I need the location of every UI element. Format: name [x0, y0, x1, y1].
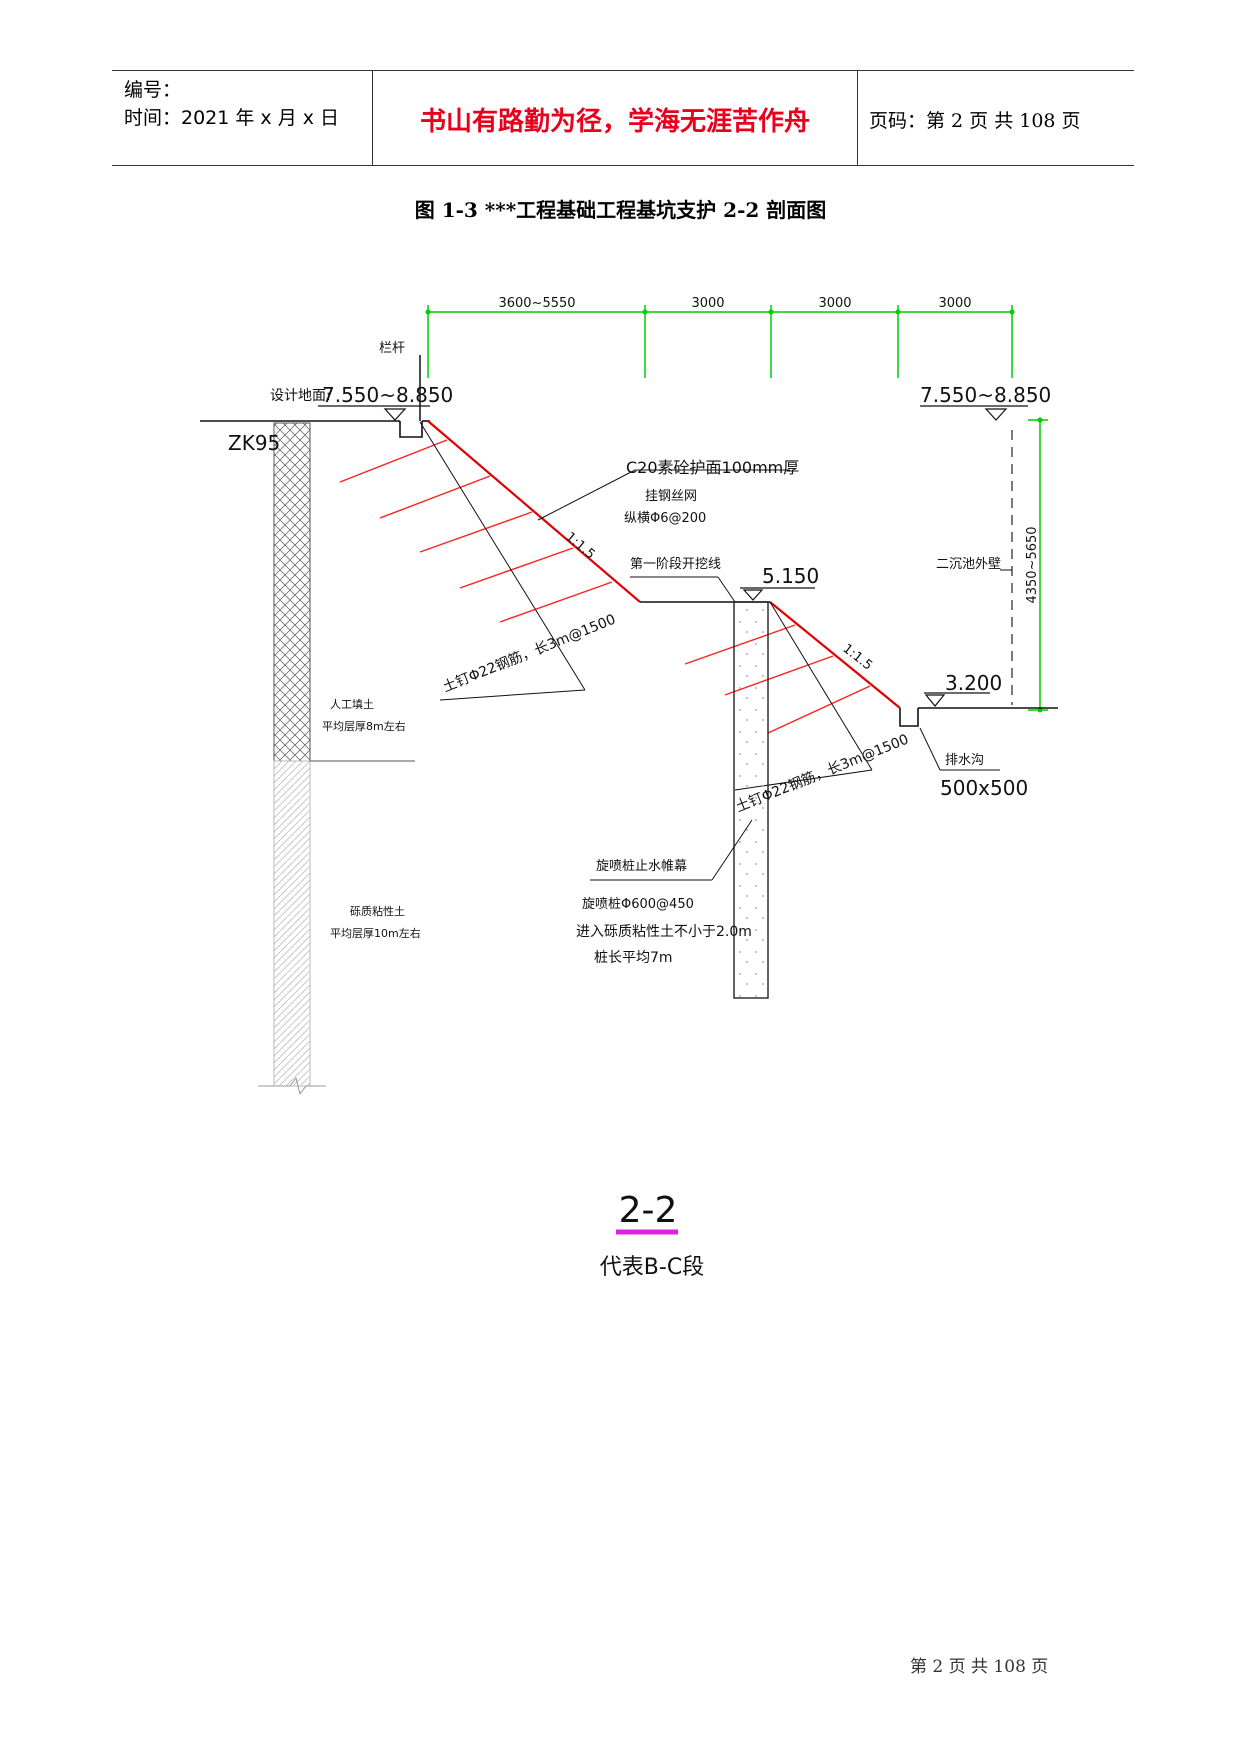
silty-clay-layer	[273, 760, 311, 1087]
silty-clay-label: 砾质粘性土	[350, 904, 405, 918]
first-stage-label: 第一阶段开挖线	[630, 557, 721, 572]
number-label: 编号：	[124, 79, 182, 101]
fill-soil-label: 人工填土	[330, 697, 374, 711]
document-header: 编号： 时间：2021 年 x 月 x 日 书山有路勤为径，学海无涯苦作舟 页码…	[112, 70, 1134, 166]
wall-label: 二沉池外壁	[936, 557, 1001, 572]
c20-mesh: 挂钢丝网	[645, 489, 697, 504]
slope-upper: 1:1.5	[562, 530, 597, 563]
slope-faces	[427, 420, 901, 709]
jet-title: 旋喷桩止水帷幕	[596, 859, 687, 874]
jet-length: 桩长平均7m	[594, 949, 673, 966]
section-id: 2-2	[619, 1190, 678, 1231]
height-dim: 4350~5650	[1025, 526, 1040, 603]
header-left-cell: 编号： 时间：2021 年 x 月 x 日	[112, 71, 372, 165]
figure-caption: 图 1-3 ***工程基础工程基坑支护 2-2 剖面图	[414, 198, 827, 222]
dimension-lines	[427, 305, 1048, 711]
silty-clay-thickness: 平均层厚10m左右	[330, 926, 421, 940]
ditch-size: 500x500	[940, 776, 1028, 800]
header-page-cell: 页码：第 2 页 共 108 页	[857, 71, 1134, 165]
dim-4: 3000	[938, 296, 971, 311]
header-motto-cell: 书山有路勤为径，学海无涯苦作舟	[372, 71, 858, 165]
elevation-mid: 5.150	[762, 564, 819, 588]
elevation-low: 3.200	[945, 671, 1002, 695]
slope-lower: 1:1.5	[840, 641, 875, 673]
ditch-label: 排水沟	[945, 753, 984, 768]
borehole-label: ZK95	[228, 431, 280, 455]
nail-upper-label: 土钉Φ22钢筋，长3m@1500	[440, 611, 618, 696]
c20-rebar: 纵横Φ6@200	[624, 511, 706, 526]
page-code: 页码：第 2 页 共 108 页	[869, 110, 1081, 132]
fill-soil-layer	[273, 422, 311, 762]
jet-grout-pile	[733, 601, 769, 999]
motto-text: 书山有路勤为径，学海无涯苦作舟	[419, 107, 810, 137]
jet-diameter: 旋喷桩Φ600@450	[582, 897, 694, 912]
leader-lines	[537, 469, 1012, 881]
section-note: 代表B-C段	[600, 1255, 704, 1280]
elevation-left: 7.550~8.850	[322, 383, 453, 407]
dimension-ticks	[425, 309, 1043, 713]
dim-3: 3000	[818, 296, 851, 311]
railing-label: 栏杆	[379, 341, 405, 356]
dim-1: 3600~5550	[498, 296, 575, 311]
c20-label: C20素砼护面100mm厚	[626, 458, 799, 477]
dim-2: 3000	[691, 296, 724, 311]
date-label: 时间：2021 年 x 月 x 日	[124, 107, 340, 129]
jet-embedment: 进入砾质粘性土不小于2.0m	[576, 924, 752, 940]
fill-soil-thickness: 平均层厚8m左右	[322, 719, 406, 733]
design-ground-label: 设计地面:	[270, 388, 331, 404]
page-footer: 第 2 页 共 108 页	[910, 1657, 1049, 1677]
elevation-right: 7.550~8.850	[920, 383, 1051, 407]
elevation-markers	[318, 405, 1028, 707]
break-line	[258, 1076, 326, 1096]
